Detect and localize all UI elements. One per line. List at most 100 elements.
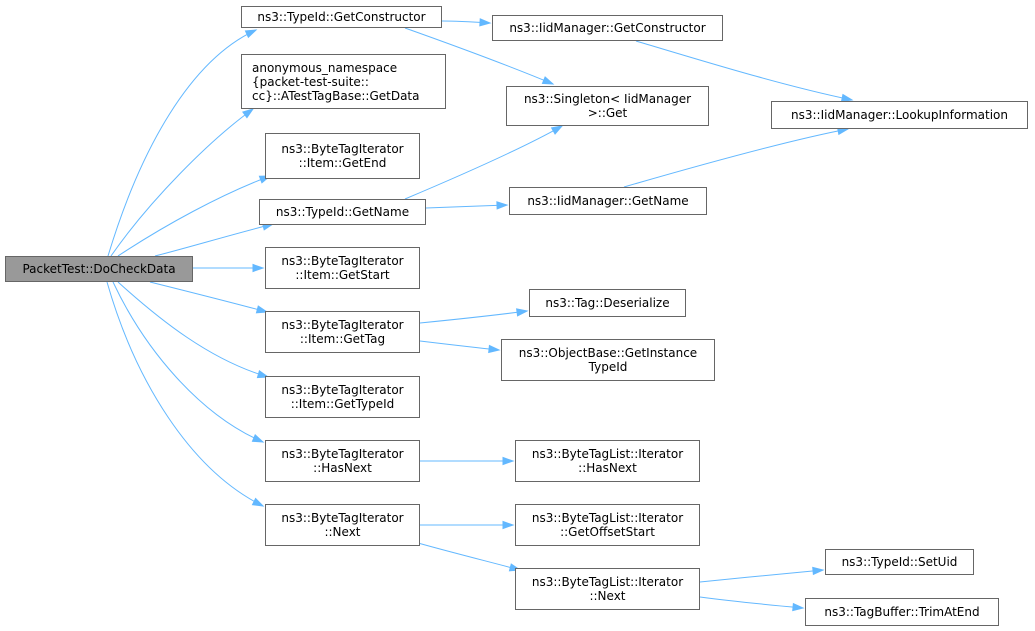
node-label: ns3::ByteTagIterator::Next [281,511,403,539]
node-tag-deserialize[interactable]: ns3::Tag::Deserialize [529,289,686,317]
arrowhead [496,201,509,210]
arrowhead [255,305,269,314]
call-edge-root-to-typeid_getconstructor [107,29,257,257]
node-typeid-getname[interactable]: ns3::TypeId::GetName [259,199,426,225]
node-label-line: ns3::ByteTagIterator [281,447,404,461]
node-label-line: ns3::IidManager::GetConstructor [509,21,706,35]
call-edge-iidmanager_getname-to-iidmanager_lookupinformation [623,128,849,188]
node-iterator-next[interactable]: ns3::ByteTagIterator::Next [265,504,420,546]
call-edge-root-to-item_gettypeid [117,281,269,378]
node-label-line: TypeId [588,360,628,374]
node-bytetaglist-iterator-getoffsetstart[interactable]: ns3::ByteTagList::Iterator::GetOffsetSta… [515,504,700,546]
node-typeid-setuid[interactable]: ns3::TypeId::SetUid [825,549,974,575]
node-label-line: ns3::TypeId::GetName [275,205,410,219]
call-edge-root-to-atesttagbase_getdata [110,108,254,257]
node-label: ns3::ByteTagIterator::Item::GetStart [281,254,403,282]
node-label: ns3::IidManager::GetConstructor [509,21,705,35]
node-label-line: ::GetOffsetStart [560,525,655,539]
node-label-line: PacketTest::DoCheckData [22,262,176,276]
node-label: PacketTest::DoCheckData [22,262,175,276]
arrowhead [242,108,255,119]
node-label: anonymous_namespace{packet-test-suite::c… [252,61,419,103]
node-label-line: ::HasNext [313,461,372,475]
arrowhead [840,93,854,102]
arrowhead [550,125,564,135]
node-item-gettypeid[interactable]: ns3::ByteTagIterator::Item::GetTypeId [265,376,420,418]
node-label-line: ns3::Singleton< IidManager [523,92,692,106]
call-edge-item_gettag-to-tag_deserialize [419,310,528,324]
call-edge-list_iterator_next-to-tagbuffer_trimatend [699,596,804,609]
node-iidmanager-lookupinformation[interactable]: ns3::IidManager::LookupInformation [771,101,1028,129]
node-label: ns3::TypeId::SetUid [842,555,958,569]
arrowhead [479,18,492,27]
node-label: ns3::IidManager::LookupInformation [791,108,1008,122]
arrowhead [516,308,529,317]
node-label-line: ns3::TypeId::GetConstructor [257,10,426,24]
node-iidmanager-getconstructor[interactable]: ns3::IidManager::GetConstructor [492,15,723,41]
node-atesttagbase-getdata[interactable]: anonymous_namespace{packet-test-suite::c… [241,54,446,109]
arrowhead [251,497,265,507]
arrowhead [256,370,270,379]
node-item-getstart[interactable]: ns3::ByteTagIterator::Item::GetStart [265,247,420,289]
node-label: ns3::TagBuffer::TrimAtEnd [824,605,979,619]
node-label: ns3::TypeId::GetConstructor [257,10,425,24]
call-edge-root-to-iterator_hasnext [112,281,264,443]
node-label-line: ns3::ObjectBase::GetInstance [518,346,698,360]
node-bytetaglist-iterator-next[interactable]: ns3::ByteTagList::Iterator::Next [515,568,700,610]
arrowhead [502,456,515,466]
call-edge-root-to-typeid_getname [154,223,274,257]
node-label-line: ::Item::GetEnd [298,156,387,170]
node-label-line: ::Item::GetTypeId [290,397,395,411]
node-label-line: ns3::ByteTagList::Iterator [531,447,684,461]
node-label: ns3::ByteTagIterator::Item::GetTag [281,318,403,346]
node-label-line: ns3::ByteTagIterator [281,254,404,268]
node-label-line: {packet-test-suite:: [252,74,369,89]
arrowhead [252,263,265,273]
arrowhead [812,566,825,576]
node-typeid-getconstructor[interactable]: ns3::TypeId::GetConstructor [241,6,442,28]
node-label-line: cc}::ATestTagBase::GetData [252,88,420,103]
node-label-line: ns3::IidManager::LookupInformation [791,108,1008,122]
node-label-line: ns3::IidManager::GetName [527,194,689,208]
node-tagbuffer-trimatend[interactable]: ns3::TagBuffer::TrimAtEnd [805,598,999,626]
node-label-line: ::Next [324,525,361,539]
call-edge-typeid_getname-to-singleton_get [404,125,563,200]
arrowhead [244,29,258,39]
node-label: ns3::ByteTagIterator::Item::GetTypeId [281,383,403,411]
node-label: ns3::Singleton< IidManager>::Get [524,92,691,120]
node-item-getend[interactable]: ns3::ByteTagIterator::Item::GetEnd [265,133,420,179]
node-bytetaglist-iterator-hasnext[interactable]: ns3::ByteTagList::Iterator::HasNext [515,440,700,482]
node-label: ns3::ByteTagIterator::HasNext [281,447,403,475]
node-label-line: ::Next [589,589,626,603]
node-label-line: ::Item::GetStart [295,268,390,282]
node-label: ns3::ByteTagList::Iterator::Next [532,575,683,603]
node-label-line: ns3::ByteTagIterator [281,318,404,332]
node-label-line: ns3::ByteTagIterator [281,383,404,397]
call-edge-typeid_getname-to-iidmanager_getname [425,204,508,209]
node-label-line: ns3::ByteTagIterator [281,142,404,156]
node-label: ns3::ByteTagIterator::Item::GetEnd [281,142,403,170]
call-edge-item_gettag-to-objectbase_getinstancetypeid [419,340,500,351]
node-label-line: ns3::ByteTagIterator [281,511,404,525]
arrowhead [488,344,501,354]
arrowhead [792,602,805,612]
node-label-line: ns3::ByteTagList::Iterator [531,511,684,525]
arrowhead [251,433,265,443]
call-edge-typeid_getconstructor-to-singleton_get [404,27,554,85]
node-packettest-docheckdata[interactable]: PacketTest::DoCheckData [5,256,193,282]
node-label-line: ns3::TypeId::SetUid [841,555,958,569]
node-label: ns3::IidManager::GetName [527,194,688,208]
node-singleton-get[interactable]: ns3::Singleton< IidManager>::Get [506,86,709,126]
node-label-line: >::Get [587,106,628,120]
node-label-line: ns3::ByteTagList::Iterator [531,575,684,589]
node-item-gettag[interactable]: ns3::ByteTagIterator::Item::GetTag [265,311,420,353]
node-label-line: ::HasNext [578,461,637,475]
node-label-line: anonymous_namespace [252,60,398,75]
node-iidmanager-getname[interactable]: ns3::IidManager::GetName [509,187,707,215]
node-label: ns3::ByteTagList::Iterator::HasNext [532,447,683,475]
call-edge-list_iterator_next-to-typeid_setuid [699,569,824,583]
call-edge-iterator_next-to-list_iterator_next [417,542,521,571]
node-iterator-hasnext[interactable]: ns3::ByteTagIterator::HasNext [265,440,420,482]
